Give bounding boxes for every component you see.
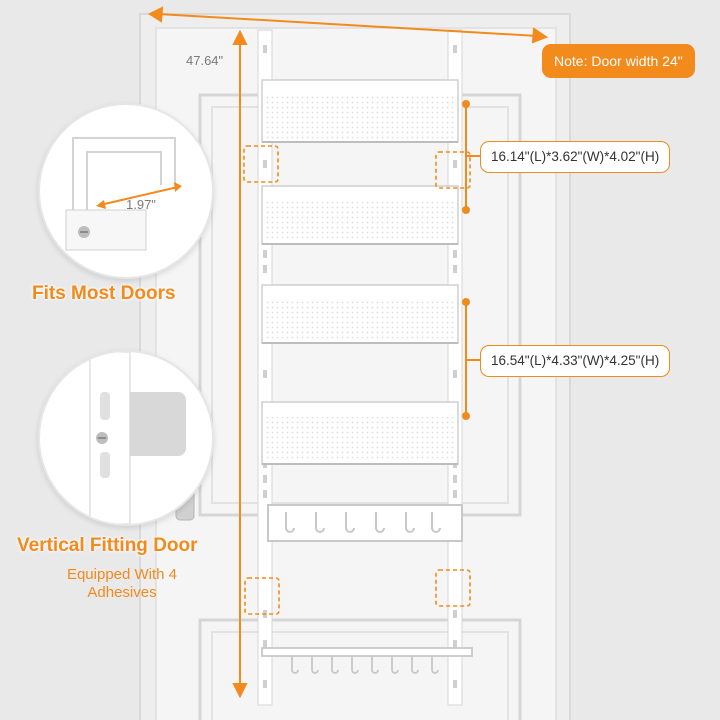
clip-markers <box>243 145 471 615</box>
basket-4 <box>261 401 459 465</box>
basket-1 <box>261 79 459 143</box>
door-width-dimension <box>147 6 549 44</box>
hook-bar <box>267 504 463 542</box>
adhesives-subtitle: Equipped With 4 Adhesives <box>32 566 212 602</box>
adhesives-subtitle-line2: Adhesives <box>87 584 157 601</box>
hook-rail <box>261 647 473 674</box>
adhesives-subtitle-line1: Equipped With 4 <box>66 566 178 583</box>
basket-3 <box>261 284 459 344</box>
vertical-fitting-title: Vertical Fitting Door <box>17 535 198 556</box>
door-width-note: Note: Door width 24" <box>542 44 695 78</box>
door-clip-icon <box>65 137 182 251</box>
bottom-basket-size-indicator <box>462 298 482 420</box>
clip-width-label: 1.97" <box>126 197 156 212</box>
basket-2 <box>261 185 459 245</box>
fits-most-doors-title: Fits Most Doors <box>32 283 176 304</box>
screw-icon <box>78 226 90 238</box>
top-basket-size-callout: 16.14"(L)*3.62"(W)*4.02"(H) <box>480 141 671 173</box>
door-panel-lower <box>198 618 522 720</box>
adhesive-mount-detail <box>38 350 214 526</box>
height-dimension <box>232 29 248 699</box>
door-panel-lower-inner <box>211 631 509 720</box>
bottom-basket-size-callout: 16.54"(L)*4.33"(W)*4.25"(H) <box>480 345 671 377</box>
upright-slots <box>263 45 457 688</box>
height-label: 47.64" <box>186 53 224 68</box>
top-basket-size-indicator <box>462 100 482 214</box>
door-clip-detail <box>38 103 214 279</box>
adhesive-mount-icon <box>89 352 186 524</box>
